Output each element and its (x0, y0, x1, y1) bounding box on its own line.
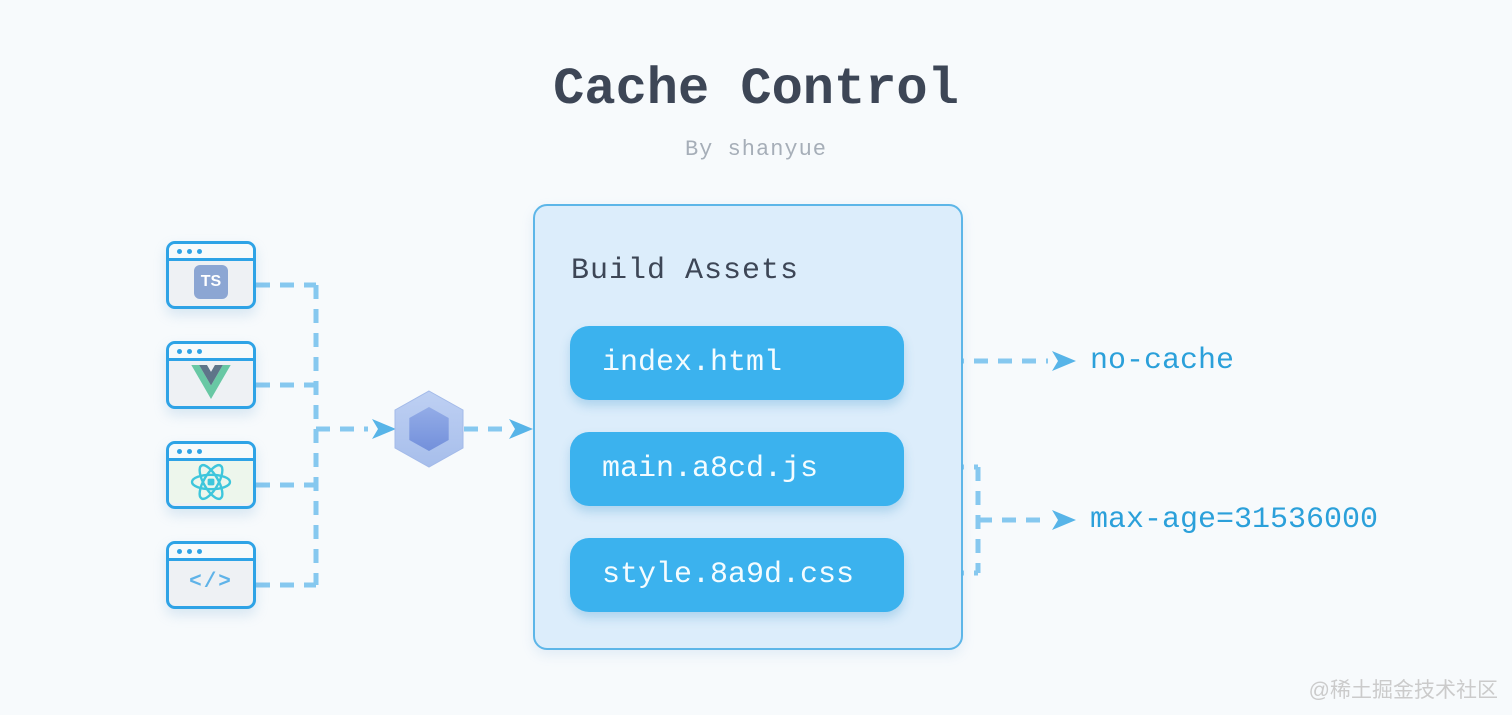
asset-pill-index-html: index.html (570, 326, 904, 400)
page-subtitle: By shanyue (684, 137, 828, 162)
window-body (169, 361, 253, 403)
window-dot (177, 548, 182, 554)
browser-window-react (166, 441, 256, 509)
build-assets-title: Build Assets (571, 254, 800, 288)
window-dot (187, 248, 192, 254)
window-dot (177, 348, 182, 354)
window-titlebar (169, 244, 253, 261)
window-dot (197, 248, 202, 254)
window-dot (177, 248, 182, 254)
window-dot (197, 348, 202, 354)
asset-pill-style-css: style.8a9d.css (570, 538, 904, 612)
no-cache-arrowhead (1052, 351, 1076, 371)
window-dot (187, 448, 192, 454)
window-body: </> (169, 561, 253, 603)
window-body (169, 461, 253, 503)
max-age-arrowhead (1052, 510, 1076, 530)
vue-icon (191, 365, 231, 399)
watermark: @稀土掘金技术社区 (1308, 679, 1498, 702)
window-dot (197, 548, 202, 554)
window-dot (187, 548, 192, 554)
webpack-icon (394, 390, 464, 468)
no-cache-label: no-cache (1090, 344, 1235, 378)
window-titlebar (169, 544, 253, 561)
window-dot (187, 348, 192, 354)
page-title: Cache Control (553, 60, 959, 119)
bundler-output-arrowhead (509, 419, 533, 439)
window-dot (197, 448, 202, 454)
browser-window-typescript: TS (166, 241, 256, 309)
code-icon: </> (189, 570, 233, 594)
window-body: TS (169, 261, 253, 303)
window-dot (177, 448, 182, 454)
window-titlebar (169, 444, 253, 461)
max-age-label: max-age=31536000 (1090, 503, 1379, 537)
browser-window-vue (166, 341, 256, 409)
browser-window-code: </> (166, 541, 256, 609)
window-titlebar (169, 344, 253, 361)
typescript-icon: TS (194, 265, 228, 299)
asset-pill-main-js: main.a8cd.js (570, 432, 904, 506)
react-icon (190, 463, 232, 501)
build-assets-box: Build Assets index.html main.a8cd.js sty… (533, 204, 963, 650)
